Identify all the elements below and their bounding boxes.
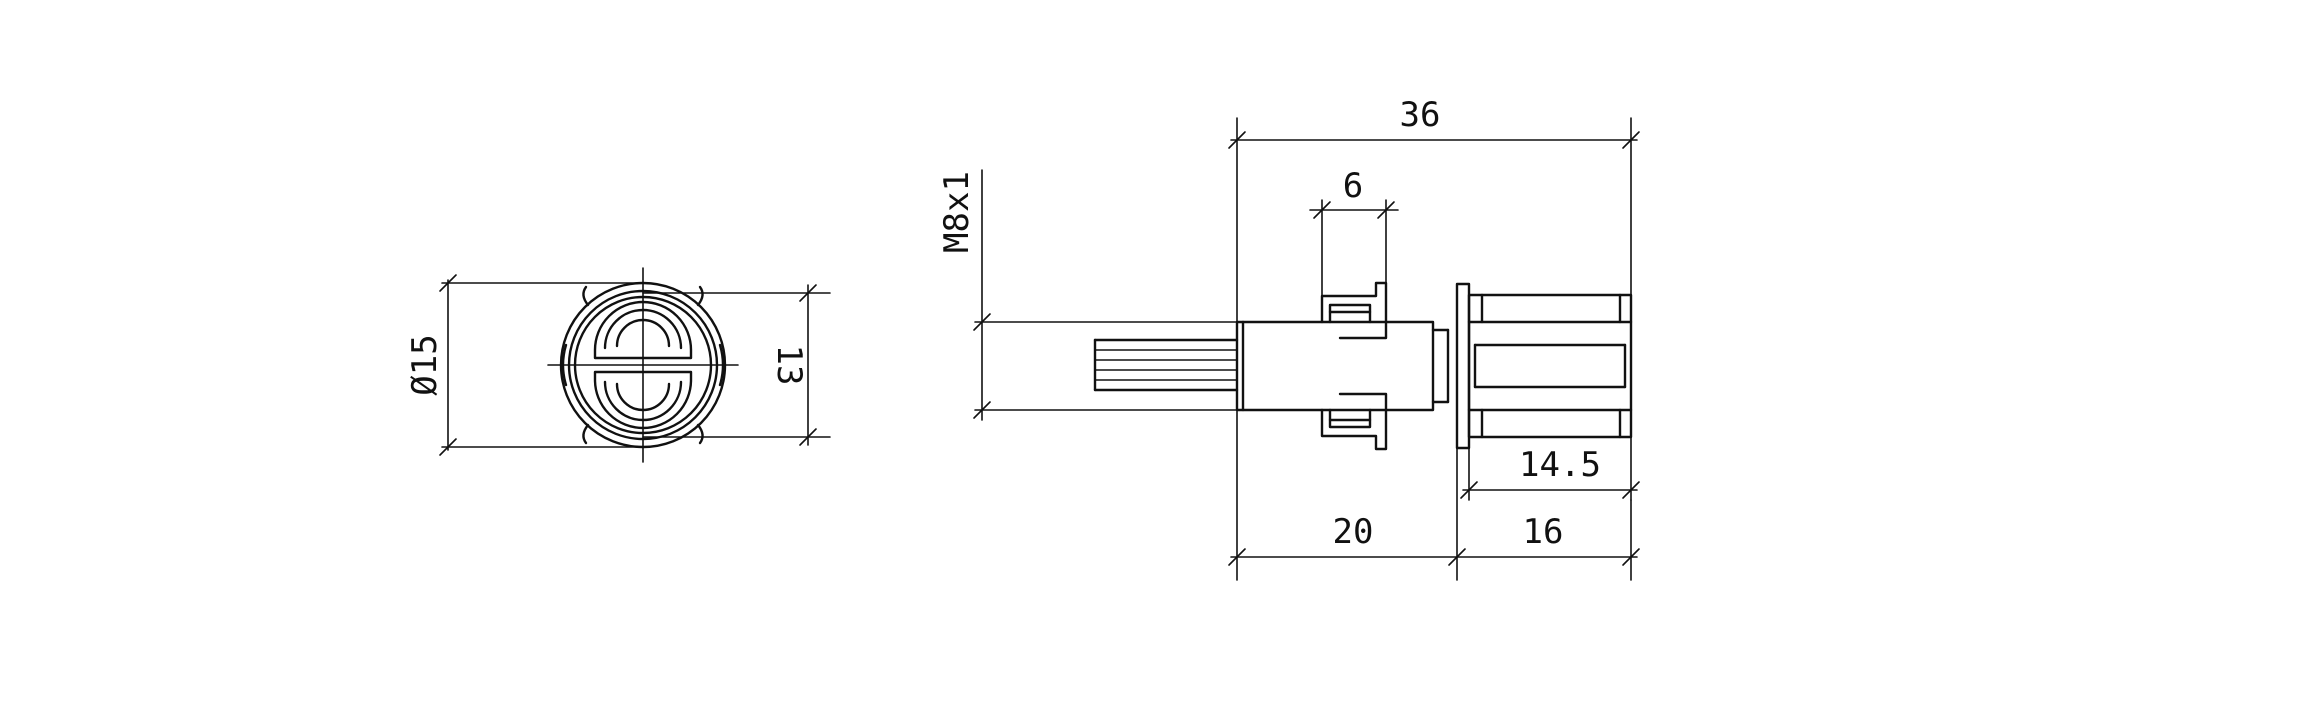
length-20-label: 20: [1333, 512, 1374, 552]
cap-body: [1455, 282, 1633, 450]
upper-clip: [1320, 281, 1388, 340]
length-20-16-dimension: 20 16: [1228, 409, 1640, 581]
width-6-dimension: 6: [1309, 166, 1399, 297]
end-view: Ø15 13: [405, 267, 831, 463]
length-14-5-dimension: 14.5: [1460, 436, 1640, 501]
overall-36-label: 36: [1400, 95, 1441, 135]
length-16-label: 16: [1523, 512, 1564, 552]
length-14-5-label: 14.5: [1519, 445, 1601, 485]
height-13-dimension: 13: [642, 284, 831, 446]
splined-stem: [1093, 338, 1239, 392]
overall-36-dimension: 36: [1228, 95, 1640, 323]
width-6-label: 6: [1343, 166, 1363, 206]
diameter-label: Ø15: [405, 334, 445, 395]
end-view-centerlines: [547, 267, 739, 463]
height-13-label: 13: [769, 345, 809, 386]
thread-dimension: M8x1: [937, 169, 991, 421]
lower-clip: [1320, 392, 1388, 451]
diameter-dimension: Ø15: [405, 274, 644, 456]
thread-label: M8x1: [937, 171, 977, 253]
middle-body: [1235, 320, 1450, 412]
side-view: M8x1 36 6 14.5: [937, 95, 1640, 581]
